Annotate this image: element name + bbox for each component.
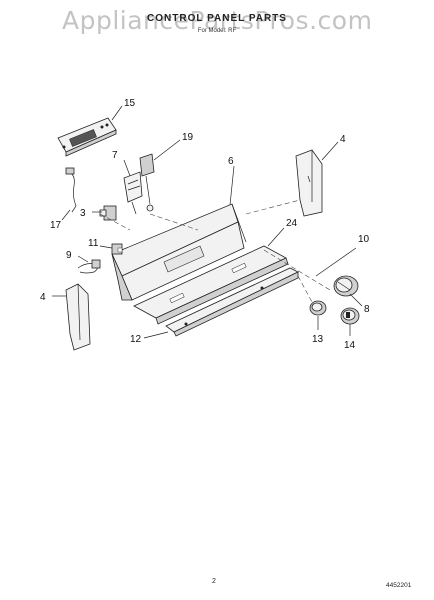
leader-6 (229, 165, 235, 206)
part-14-knob[interactable] (340, 307, 360, 325)
diagram-title: CONTROL PANEL PARTS (147, 13, 287, 24)
callout-10: 10 (358, 234, 370, 245)
callout-13: 13 (312, 334, 324, 345)
part-10-linkage[interactable] (263, 249, 331, 291)
watermark: AppliancePartsPros.com (62, 6, 373, 35)
callout-3: 3 (80, 208, 86, 219)
diagram-subtitle: For Model: RF (197, 28, 237, 34)
part-9-lamp-socket[interactable] (77, 259, 101, 274)
part-4-end-cap-left[interactable] (65, 283, 91, 351)
callout-8: 8 (364, 304, 370, 315)
page-number: 2 (212, 578, 216, 585)
part-12-lower-rail[interactable] (165, 267, 299, 337)
leader-19 (153, 139, 181, 161)
part-8-control-knob[interactable] (333, 275, 359, 297)
part-3-switch[interactable] (99, 205, 117, 221)
part-19-switch[interactable] (139, 153, 155, 212)
callout-24: 24 (286, 218, 298, 229)
part-13-knob[interactable] (309, 300, 327, 316)
dashed-alignment-19 (149, 213, 199, 231)
callout-9: 9 (66, 250, 72, 261)
leader-12 (143, 331, 169, 339)
callout-11: 11 (88, 238, 99, 249)
callout-14: 14 (344, 340, 356, 351)
callout-15: 15 (124, 98, 136, 109)
leader-17 (61, 209, 71, 221)
leader-24 (267, 227, 285, 247)
part-15-control-display[interactable] (57, 117, 117, 157)
leader-4a (321, 141, 339, 161)
callout-4b: 4 (40, 292, 46, 303)
callout-6: 6 (228, 156, 234, 167)
part-7-switch-assembly[interactable] (123, 171, 143, 215)
callout-7: 7 (112, 150, 118, 161)
dashed-alignment-13 (297, 275, 313, 303)
leader-8 (349, 293, 363, 307)
document-number: 4452201 (386, 582, 412, 589)
callout-4a: 4 (340, 134, 346, 145)
callout-12: 12 (130, 334, 142, 345)
callout-17: 17 (50, 220, 62, 231)
leader-7 (123, 159, 131, 177)
part-4-end-cap-right[interactable] (295, 149, 323, 217)
part-17-wire-harness[interactable] (65, 167, 77, 213)
part-24-support-bracket[interactable] (133, 245, 289, 325)
part-11-small-switch[interactable] (111, 243, 123, 255)
leader-9 (77, 255, 89, 263)
dashed-alignment-3 (99, 213, 131, 231)
leader-11 (99, 245, 113, 249)
leader-10 (315, 247, 357, 277)
leader-15 (111, 105, 123, 121)
callout-19: 19 (182, 132, 194, 143)
part-6-control-panel[interactable] (111, 203, 247, 301)
dashed-alignment-6 (245, 199, 301, 215)
